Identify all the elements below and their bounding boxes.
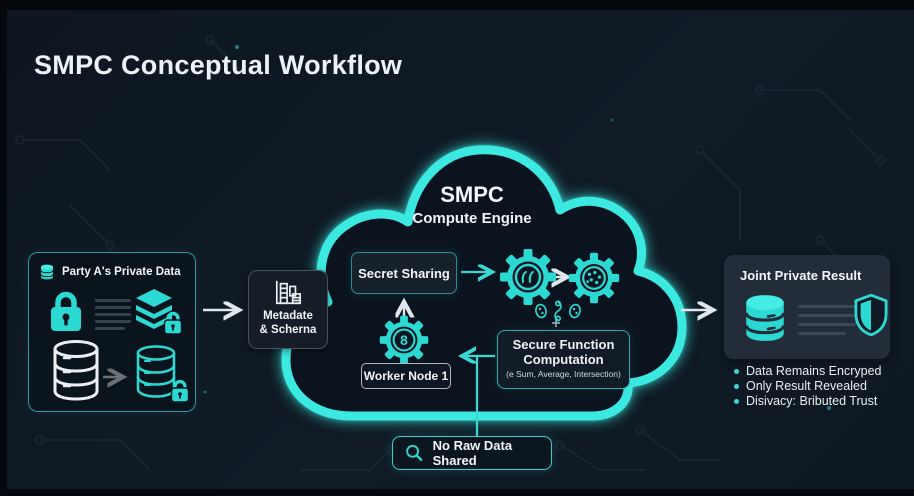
result-database-icon: [744, 295, 786, 341]
text-line: [95, 320, 131, 323]
small-lock-badge-icon: [163, 311, 183, 335]
encrypted-layers-icon: [136, 289, 183, 335]
shield-icon: [854, 293, 888, 337]
bullet-text: Only Result Revealed: [746, 379, 867, 393]
text-line: [798, 314, 856, 317]
text-line: [95, 299, 131, 302]
no-raw-data-label: No Raw Data Shared: [432, 438, 513, 468]
text-line: [798, 323, 856, 326]
sfc-label-line2: Computation: [523, 352, 604, 367]
text-line: [95, 327, 125, 330]
metadata-chart-icon: [275, 280, 301, 305]
metadata-label-line1: Metadate: [263, 310, 313, 322]
sfc-label-line1: Secure Function: [512, 337, 615, 352]
worker-node-label: Worker Node 1: [363, 369, 449, 383]
svg-text:8: 8: [400, 332, 408, 348]
cloud-engine-title: SMPC: [440, 182, 504, 207]
party-panel-header: Party A's Private Data: [39, 264, 181, 280]
bottom-letterbox: [0, 489, 914, 496]
text-line: [95, 313, 131, 316]
bullet-dot: [734, 369, 739, 374]
bullet-dot: [734, 399, 739, 404]
top-letterbox: [0, 0, 914, 10]
bullet-text: Disivacy: Bributed Trust: [746, 394, 878, 408]
cloud-engine-subtitle: Compute Engine: [412, 210, 532, 227]
bullet-dot: [734, 384, 739, 389]
party-a-panel: Party A's Private Data: [28, 252, 196, 412]
text-line: [798, 332, 846, 335]
party-panel-title: Party A's Private Data: [62, 266, 181, 278]
encrypted-database-icon: [136, 345, 190, 403]
secure-function-node: Secure Function Computation (e Sum, Aver…: [497, 330, 630, 389]
lock-icon: [51, 291, 81, 331]
gear-scrambled-icon: [568, 252, 620, 304]
bullet-item: Disivacy: Bributed Trust: [734, 394, 914, 409]
gear-shares-icon: [500, 249, 556, 305]
raw-database-icon: [53, 340, 99, 401]
bullet-item: Data Remains Encryped: [734, 364, 914, 379]
database-icon: [40, 264, 54, 280]
worker-gear-icon: 8: [379, 315, 429, 365]
text-line: [95, 306, 131, 309]
search-icon: [406, 444, 423, 461]
sfc-subtitle: (e Sum, Average, Intersection): [506, 369, 621, 379]
joint-result-panel: Joint Private Result: [724, 255, 890, 359]
page-title: SMPC Conceptual Workflow: [34, 50, 403, 80]
worker-node: Worker Node 1: [361, 363, 451, 389]
bullet-item: Only Result Revealed: [734, 379, 914, 394]
secret-sharing-node: Secret Sharing: [351, 252, 457, 294]
metadata-label-line2: & Scherna: [259, 324, 317, 336]
small-lock-badge-icon: [170, 379, 190, 403]
result-panel-title: Joint Private Result: [740, 268, 862, 283]
secret-sharing-label: Secret Sharing: [358, 265, 450, 281]
metadata-schema-node: Metadate & Scherna: [248, 270, 328, 349]
text-line: [798, 305, 856, 308]
bullet-text: Data Remains Encryped: [746, 364, 882, 378]
no-raw-data-node: No Raw Data Shared: [392, 436, 552, 470]
left-letterbox: [0, 0, 7, 496]
secret-shares-icons: [535, 300, 581, 322]
result-bullet-list: Data Remains Encryped Only Result Reveal…: [734, 364, 914, 409]
